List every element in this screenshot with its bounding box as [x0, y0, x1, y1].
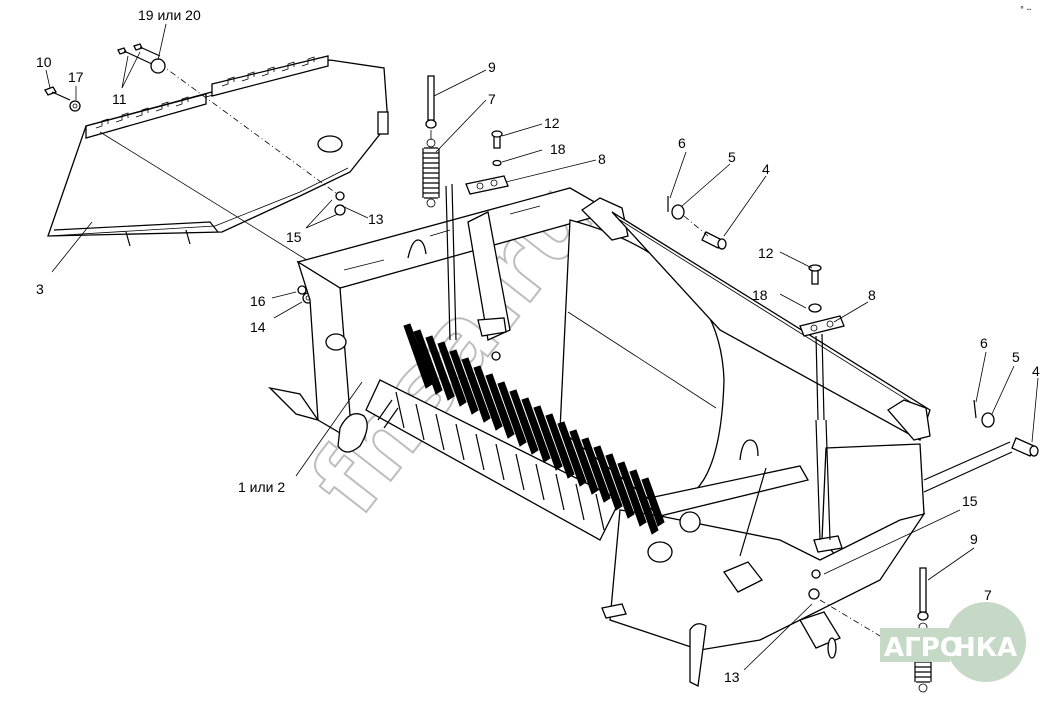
callout-18-right: 18: [752, 287, 768, 303]
corner-mark: ° ┄: [1020, 5, 1032, 14]
pin-group-upper: [667, 196, 727, 250]
callout-13-left: 13: [368, 211, 384, 227]
callout-14: 14: [250, 319, 266, 335]
callout-labels: 19 или 20 10 17 11 3 9 7 12 18 8 13 15 1…: [36, 7, 1040, 685]
bracket-8-left: [465, 130, 509, 195]
callout-8-right: 8: [868, 287, 876, 303]
callout-4-lower: 4: [1032, 363, 1040, 379]
callout-1-or-2: 1 или 2: [238, 479, 285, 495]
callout-9-left: 9: [488, 59, 496, 75]
callout-5-lower: 5: [1012, 349, 1020, 365]
bolts-10-17-11: [44, 43, 346, 304]
callout-4-upper: 4: [762, 161, 770, 177]
callout-6-lower: 6: [980, 335, 988, 351]
callout-7-right: 7: [984, 587, 992, 603]
callout-17: 17: [68, 69, 84, 85]
callout-7-left: 7: [488, 91, 496, 107]
logo-left-band: [880, 628, 950, 662]
callout-15-left: 15: [286, 229, 302, 245]
callout-6-upper: 6: [678, 135, 686, 151]
callout-19-20: 19 или 20: [138, 7, 201, 23]
callout-3: 3: [36, 281, 44, 297]
callout-15-right: 15: [962, 493, 978, 509]
callout-12-right: 12: [758, 245, 774, 261]
logo-circle: [946, 602, 1026, 682]
spring-7-and-rod-9-left: [422, 75, 440, 208]
callout-12-left: 12: [544, 115, 560, 131]
bracket-8-right: [799, 264, 845, 421]
agronka-logo: АГРО НКА: [880, 602, 1026, 682]
main-housing: [268, 183, 931, 661]
callout-8-left: 8: [598, 151, 606, 167]
callout-11: 11: [112, 91, 127, 107]
pin-group-lower: [923, 399, 1039, 493]
logo-text-right: НКА: [954, 633, 1017, 663]
leader-lines: [45, 23, 1039, 671]
callout-10: 10: [36, 54, 52, 70]
callout-18-left: 18: [550, 141, 566, 157]
logo-text-left: АГРО: [884, 633, 962, 663]
callout-5-upper: 5: [728, 149, 736, 165]
side-shield-3: [47, 55, 389, 263]
callout-9-right: 9: [970, 531, 978, 547]
callout-16: 16: [250, 293, 266, 309]
knife-bar: [337, 323, 707, 687]
callout-13-right: 13: [724, 669, 740, 685]
